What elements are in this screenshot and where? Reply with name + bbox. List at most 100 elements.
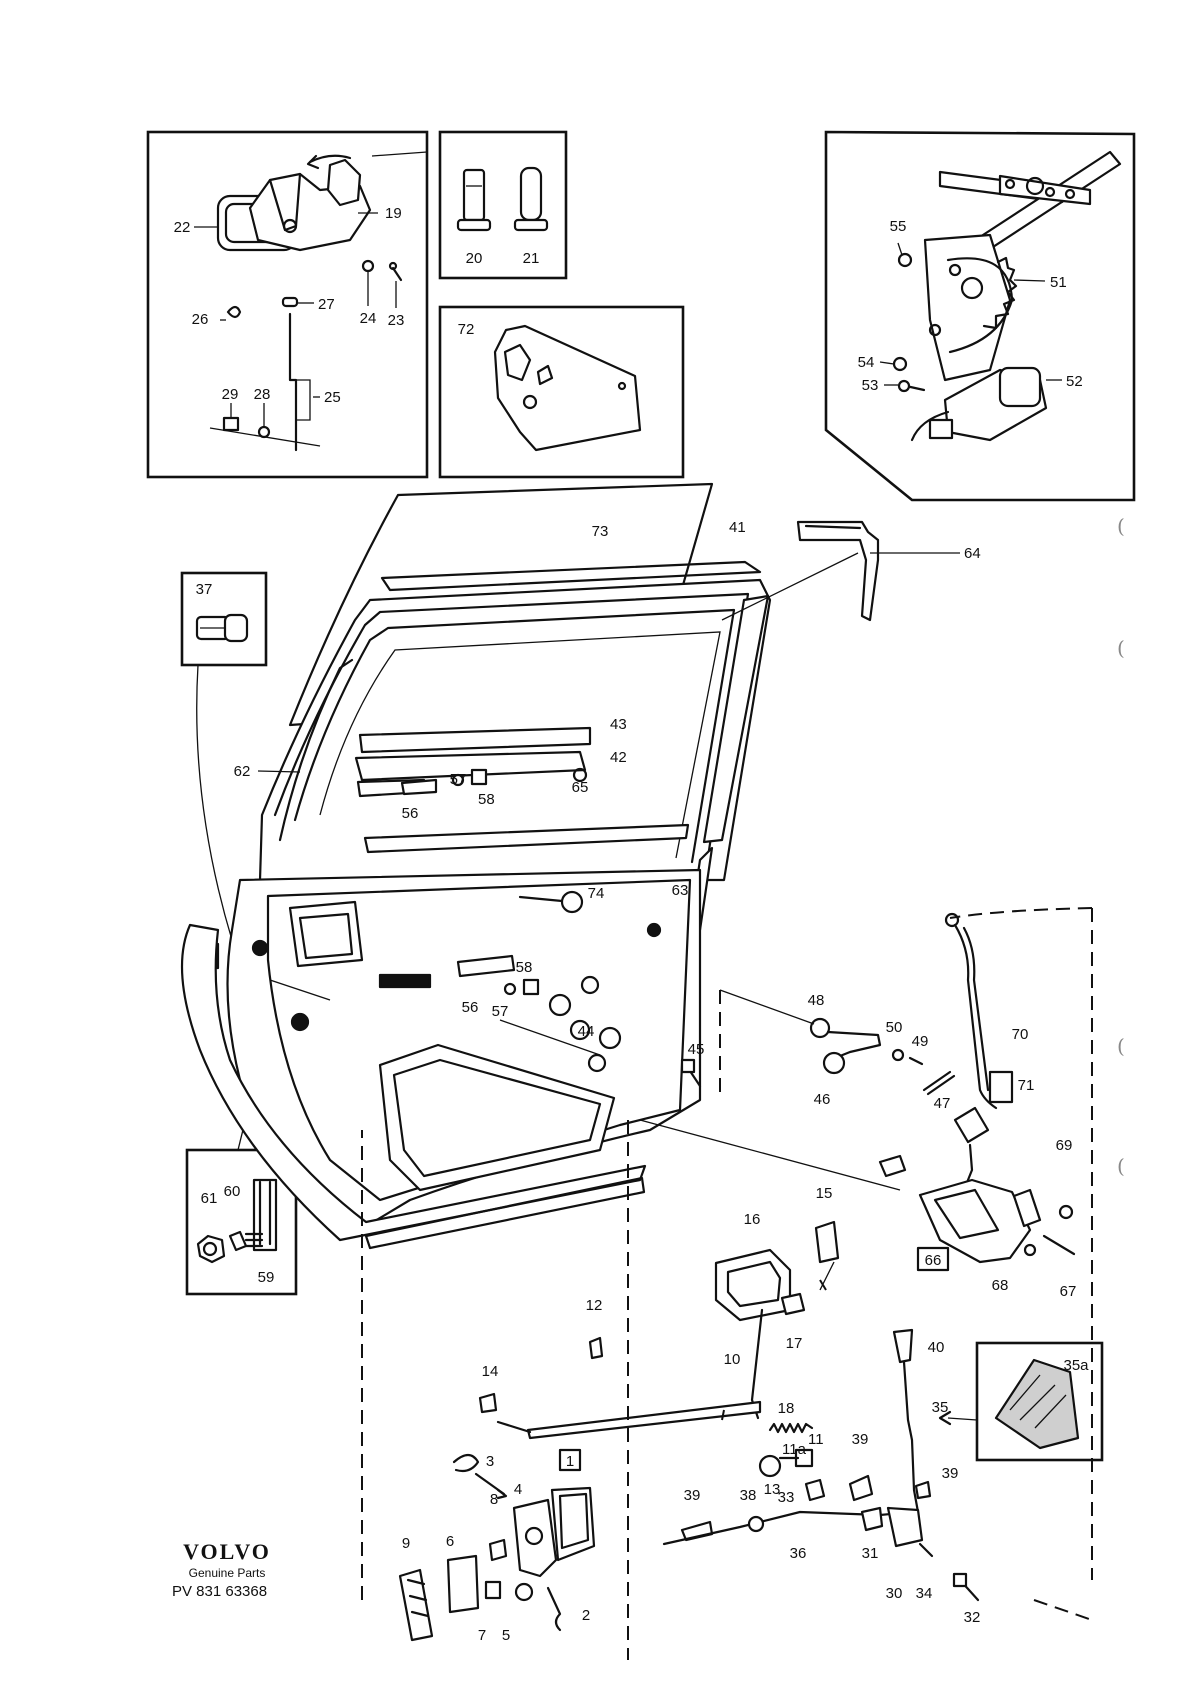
callout-51: 51 xyxy=(1050,274,1067,291)
callout-31: 31 xyxy=(862,1545,879,1562)
callout-8: 8 xyxy=(490,1491,498,1508)
callout-60: 60 xyxy=(224,1183,241,1200)
callout-58b: 58 xyxy=(516,959,533,976)
guide-lines xyxy=(269,907,1093,1660)
callout-52: 52 xyxy=(1066,373,1083,390)
callout-70: 70 xyxy=(1012,1026,1029,1043)
margin-mark: ( xyxy=(1117,514,1125,538)
inset-pins xyxy=(438,130,568,280)
callout-10: 10 xyxy=(724,1351,741,1368)
callout-5: 5 xyxy=(502,1627,510,1644)
callout-13: 13 xyxy=(764,1481,781,1498)
callout-24: 24 xyxy=(360,310,377,327)
callout-49: 49 xyxy=(912,1033,929,1050)
margin-mark: ( xyxy=(1117,1154,1125,1178)
callout-18: 18 xyxy=(778,1400,795,1417)
callout-2: 2 xyxy=(582,1607,590,1624)
callout-7: 7 xyxy=(478,1627,486,1644)
brand-tagline: Genuine Parts xyxy=(188,1566,266,1580)
callout-45: 45 xyxy=(688,1041,705,1058)
margin-mark: ( xyxy=(1117,1034,1125,1058)
callout-56b: 56 xyxy=(462,999,479,1016)
callout-65: 65 xyxy=(572,779,589,796)
callout-39b: 39 xyxy=(942,1465,959,1482)
callout-16: 16 xyxy=(744,1211,761,1228)
callout-59: 59 xyxy=(258,1269,275,1286)
callout-34: 34 xyxy=(916,1585,933,1602)
inset-bracket-72 xyxy=(438,305,685,479)
inset-window-regulator xyxy=(824,130,1136,502)
callout-3: 3 xyxy=(486,1453,494,1470)
callout-6: 6 xyxy=(446,1533,454,1550)
callout-26: 26 xyxy=(192,311,209,328)
callout-28: 28 xyxy=(254,386,271,403)
callout-47: 47 xyxy=(934,1095,951,1112)
callout-41: 41 xyxy=(729,519,746,536)
callout-22: 22 xyxy=(174,219,191,236)
callout-27: 27 xyxy=(318,296,335,313)
callout-20: 20 xyxy=(466,250,483,267)
callout-38: 38 xyxy=(740,1487,757,1504)
inset-part-35a xyxy=(938,1341,1104,1462)
callout-25: 25 xyxy=(324,389,341,406)
brand-block: VOLVO Genuine Parts xyxy=(172,1541,282,1581)
callout-68: 68 xyxy=(992,1277,1009,1294)
callout-42: 42 xyxy=(610,749,627,766)
callout-32: 32 xyxy=(964,1609,981,1626)
callout-48: 48 xyxy=(808,992,825,1009)
inset-part-37 xyxy=(180,571,268,941)
callout-43: 43 xyxy=(610,716,627,733)
part-reference: PV 831 63368 xyxy=(172,1583,268,1600)
callout-21: 21 xyxy=(523,250,540,267)
corner-bracket-64 xyxy=(721,520,960,622)
callout-62: 62 xyxy=(234,763,251,780)
callout-4: 4 xyxy=(514,1481,522,1498)
callout-64: 64 xyxy=(964,545,981,562)
cable-and-handle-assembly xyxy=(809,912,1076,1264)
callout-23: 23 xyxy=(388,312,405,329)
callout-40: 40 xyxy=(928,1339,945,1356)
callout-9: 9 xyxy=(402,1535,410,1552)
callout-33: 33 xyxy=(778,1489,795,1506)
callout-39a: 39 xyxy=(852,1431,869,1448)
callout-30: 30 xyxy=(886,1585,903,1602)
callout-54: 54 xyxy=(858,354,875,371)
callout-56a: 56 xyxy=(402,805,419,822)
callout-39c: 39 xyxy=(684,1487,701,1504)
boxed-label-66: 66 xyxy=(925,1252,942,1269)
callout-58a: 58 xyxy=(478,791,495,808)
volvo-logo: VOLVO xyxy=(183,1539,271,1564)
callout-57b: 57 xyxy=(492,1003,509,1020)
door-shell xyxy=(180,560,772,1250)
callout-29: 29 xyxy=(222,386,239,403)
callout-35a: 35a xyxy=(1063,1357,1089,1374)
callout-15: 15 xyxy=(816,1185,833,1202)
callout-17: 17 xyxy=(786,1335,803,1352)
callout-74: 74 xyxy=(588,885,605,902)
callout-numbers: 22 19 26 27 24 23 29 28 25 20 21 72 55 5… xyxy=(174,205,1090,1644)
callout-37: 37 xyxy=(196,581,213,598)
callout-63: 63 xyxy=(672,882,689,899)
callout-71: 71 xyxy=(1018,1077,1035,1094)
callout-14: 14 xyxy=(482,1363,499,1380)
callout-19: 19 xyxy=(385,205,402,222)
callout-55: 55 xyxy=(890,218,907,235)
callout-73: 73 xyxy=(592,523,609,540)
inset-door-handle xyxy=(146,130,429,479)
callout-53: 53 xyxy=(862,377,879,394)
callout-35: 35 xyxy=(932,1399,949,1416)
boxed-label-1: 1 xyxy=(566,1453,574,1470)
lock-mechanism xyxy=(398,1220,980,1642)
boxed-labels: 1 66 xyxy=(558,1246,950,1472)
callout-11a: 11a xyxy=(782,1441,807,1458)
margin-mark: ( xyxy=(1117,636,1125,660)
callout-57a: 57 xyxy=(450,771,467,788)
callout-72: 72 xyxy=(458,321,475,338)
callout-12: 12 xyxy=(586,1297,603,1314)
callout-44: 44 xyxy=(578,1023,595,1040)
callout-69: 69 xyxy=(1056,1137,1073,1154)
callout-36: 36 xyxy=(790,1545,807,1562)
callout-61: 61 xyxy=(201,1190,218,1207)
callout-50: 50 xyxy=(886,1019,903,1036)
